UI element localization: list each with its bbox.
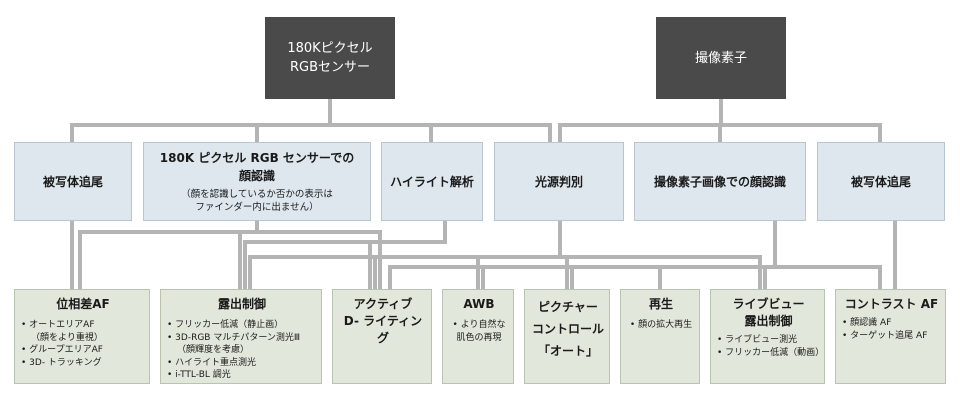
image-sensor-label: 撮像素子 bbox=[694, 50, 747, 66]
connector-2 bbox=[70, 123, 552, 142]
list-item: フリッカー低減（動画） bbox=[717, 347, 824, 360]
exposure-control-title: 露出制御 bbox=[217, 297, 266, 311]
phase-detect-af-list: オートエリアAF （顔をより重視） グループエリアAF 3D- トラッキング bbox=[21, 319, 145, 369]
list-item: 顔認識 AF bbox=[842, 317, 941, 330]
list-item: （顔をより重視） bbox=[31, 332, 103, 343]
contrast-af-box: コントラスト AF 顔認識 AF ターゲット追尾 AF bbox=[835, 289, 946, 384]
playback-title: 再生 bbox=[648, 297, 673, 311]
playback-box: 再生 • 顔の拡大再生 bbox=[620, 289, 700, 384]
connector-17 bbox=[560, 255, 762, 289]
connector-23 bbox=[775, 265, 882, 289]
connector-13 bbox=[248, 221, 562, 289]
light-source-box: 光源判別 bbox=[494, 142, 624, 221]
rgb-face-title-line2: 顔認識 bbox=[238, 169, 275, 183]
exposure-control-box: 露出制御 フリッカー低減（静止画） 3D-RGB マルチパターン測光Ⅲ （顔輝度… bbox=[160, 289, 322, 384]
awb-title: AWB bbox=[463, 297, 495, 311]
rgb-face-detection-box: 180K ピクセル RGB センサーでの 顔認識 （顔を認識しているか否かの表示… bbox=[143, 142, 371, 221]
awb-note-line2: 肌色の再現 bbox=[456, 333, 502, 343]
awb-note-line1: • より自然な bbox=[452, 320, 506, 330]
active-d-lighting-box: アクティブ D- ライティング bbox=[332, 289, 432, 384]
active-d-lighting-title-line1: アクティブ bbox=[353, 297, 413, 311]
highlight-analysis-label: ハイライト解析 bbox=[390, 174, 474, 189]
subject-tracking-left-box: 被写体追尾 bbox=[14, 142, 132, 221]
liveview-exposure-box: ライブビュー 露出制御 ライブビュー測光 フリッカー低減（動画） bbox=[710, 289, 825, 384]
highlight-analysis-box: ハイライト解析 bbox=[381, 142, 483, 221]
subject-tracking-right-label: 被写体追尾 bbox=[850, 174, 911, 189]
rgb-sensor-line2: RGBセンサー bbox=[289, 60, 371, 75]
rgb-sensor-box: 180Kピクセル RGBセンサー bbox=[265, 17, 395, 99]
playback-note: • 顔の拡大再生 bbox=[629, 320, 693, 330]
list-item: 3D- トラッキング bbox=[21, 357, 145, 370]
rgb-sensor-line1: 180Kピクセル bbox=[287, 41, 373, 56]
rgb-face-note-line1: （顔を認識しているか否かの表示は bbox=[181, 189, 333, 200]
subject-tracking-right-box: 被写体追尾 bbox=[817, 142, 945, 221]
picture-control-title-line1: ピクチャー bbox=[538, 300, 598, 314]
phase-detect-af-box: 位相差AF オートエリアAF （顔をより重視） グループエリアAF 3D- トラ… bbox=[14, 289, 150, 384]
list-item: ライブビュー測光 bbox=[717, 334, 820, 347]
list-item: ハイライト重点測光 bbox=[167, 357, 317, 370]
liveview-list: ライブビュー測光 フリッカー低減（動画） bbox=[717, 334, 824, 360]
picture-control-title-line3: 「オート」 bbox=[537, 344, 598, 358]
list-item: グループエリアAF bbox=[21, 344, 145, 357]
subject-tracking-left-label: 被写体追尾 bbox=[42, 174, 103, 189]
connector-11 bbox=[243, 221, 447, 289]
picture-control-box: ピクチャー コントロール 「オート」 bbox=[524, 289, 610, 384]
image-sensor-box: 撮像素子 bbox=[656, 17, 786, 99]
list-item: フリッカー低減（静止画） bbox=[167, 319, 317, 332]
list-item: ターゲット追尾 AF bbox=[842, 330, 941, 343]
contrast-af-list: 顔認識 AF ターゲット追尾 AF bbox=[842, 317, 941, 342]
imager-face-detection-box: 撮像素子画像での顔認識 bbox=[634, 142, 806, 221]
rgb-face-note-line2: ファインダー内に出ません） bbox=[195, 202, 319, 213]
rgb-face-title-line1: 180K ピクセル RGB センサーでの bbox=[159, 151, 355, 165]
exposure-control-list: フリッカー低減（静止画） 3D-RGB マルチパターン測光Ⅲ （顔輝度を考慮） … bbox=[167, 319, 317, 382]
connector-8 bbox=[78, 221, 259, 289]
imager-face-label: 撮像素子画像での顔認識 bbox=[653, 174, 786, 189]
phase-detect-af-title: 位相差AF bbox=[56, 297, 110, 311]
awb-box: AWB • より自然な 肌色の再現 bbox=[442, 289, 514, 384]
list-item: i-TTL-BL 調光 bbox=[167, 369, 317, 382]
picture-control-title-line2: コントロール bbox=[531, 322, 604, 336]
active-d-lighting-title-line2: D- ライティング bbox=[343, 314, 423, 345]
contrast-af-title: コントラスト AF bbox=[844, 297, 939, 311]
list-item: 3D-RGB マルチパターン測光Ⅲ bbox=[167, 332, 317, 345]
connector-18 bbox=[388, 221, 777, 289]
connector-10 bbox=[257, 230, 382, 289]
liveview-title-line2: 露出制御 bbox=[744, 314, 793, 328]
light-source-label: 光源判別 bbox=[534, 174, 583, 189]
liveview-title-line1: ライブビュー bbox=[732, 297, 805, 311]
list-item: オートエリアAF bbox=[21, 319, 145, 332]
list-item: （顔輝度を考慮） bbox=[177, 345, 250, 355]
